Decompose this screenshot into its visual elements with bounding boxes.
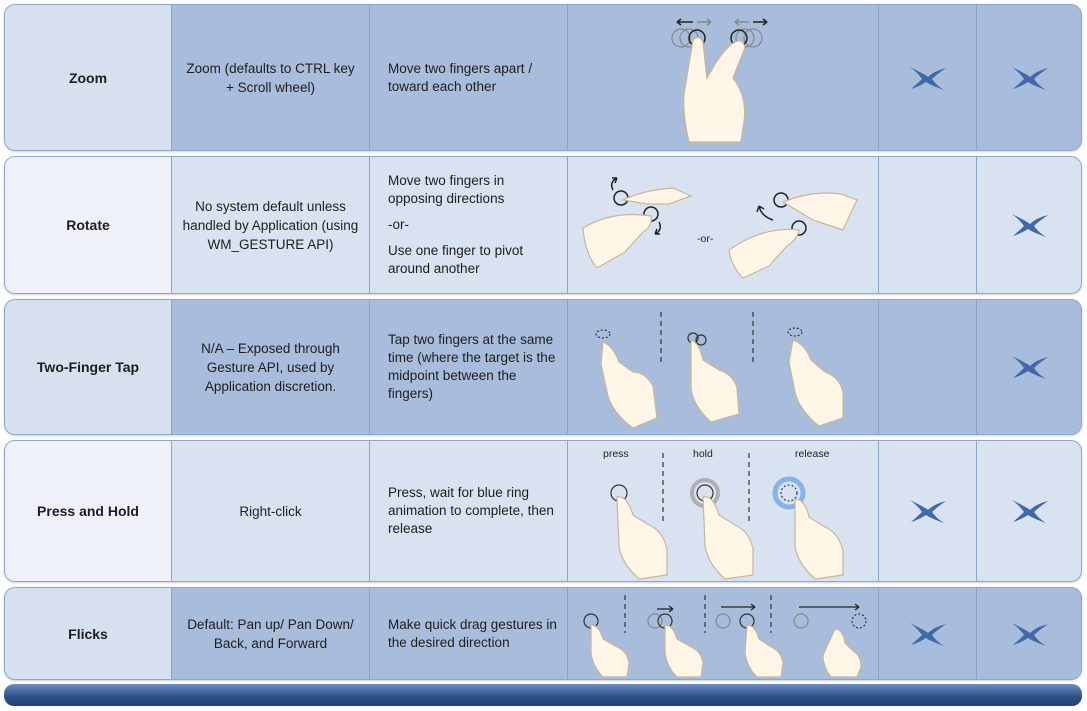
support-column-2	[977, 588, 1082, 679]
check-mark-icon	[908, 619, 948, 649]
hold-label: hold	[693, 448, 713, 460]
default-action: Default: Pan up/ Pan Down/ Back, and For…	[172, 588, 370, 679]
rotate-gesture-illustration: -or-	[568, 157, 879, 293]
support-column-1	[879, 300, 977, 434]
action-text-alt: Use one finger to pivot around another	[388, 243, 524, 276]
physical-action: Make quick drag gestures in the desired …	[370, 588, 568, 679]
physical-action: Move two fingers apart / toward each oth…	[370, 5, 568, 150]
check-mark-icon	[1010, 619, 1050, 649]
default-action: No system default unless handled by Appl…	[172, 157, 370, 293]
physical-action: Tap two fingers at the same time (where …	[370, 300, 568, 434]
gesture-row-two-finger-tap: Two-Finger Tap N/A – Exposed through Ges…	[4, 299, 1082, 435]
action-text: Move two fingers apart / toward each oth…	[388, 60, 533, 94]
default-action: Right-click	[172, 441, 370, 581]
support-column-2	[977, 441, 1082, 581]
support-column-1	[879, 441, 977, 581]
press-label: press	[603, 448, 629, 460]
action-text: Tap two fingers at the same time (where …	[388, 332, 556, 401]
action-text: Make quick drag gestures in the desired …	[388, 616, 557, 650]
support-column-1	[879, 5, 977, 150]
gesture-name: Flicks	[5, 588, 172, 679]
gesture-row-flicks: Flicks Default: Pan up/ Pan Down/ Back, …	[4, 587, 1082, 680]
gesture-name: Zoom	[5, 5, 172, 150]
two-finger-tap-illustration	[568, 300, 879, 434]
physical-action: Move two fingers in opposing directions …	[370, 157, 568, 293]
support-column-1	[879, 157, 977, 293]
check-mark-icon	[1010, 496, 1050, 526]
physical-action: Press, wait for blue ring animation to c…	[370, 441, 568, 581]
check-mark-icon	[908, 63, 948, 93]
gesture-row-rotate: Rotate No system default unless handled …	[4, 156, 1082, 294]
rotate-or-label: -or-	[697, 233, 714, 245]
gesture-row-press-and-hold: Press and Hold Right-click Press, wait f…	[4, 440, 1082, 582]
gesture-name: Rotate	[5, 157, 172, 293]
check-mark-icon	[908, 496, 948, 526]
default-action: Zoom (defaults to CTRL key + Scroll whee…	[172, 5, 370, 150]
check-mark-icon	[1010, 63, 1050, 93]
action-text: Move two fingers in opposing directions	[388, 173, 505, 206]
gesture-name: Two-Finger Tap	[5, 300, 172, 434]
default-action: N/A – Exposed through Gesture API, used …	[172, 300, 370, 434]
action-text: Press, wait for blue ring animation to c…	[388, 485, 554, 536]
action-or: -or-	[388, 217, 409, 232]
check-mark-icon	[1010, 210, 1050, 240]
gesture-row-zoom: Zoom Zoom (defaults to CTRL key + Scroll…	[4, 4, 1082, 151]
check-mark-icon	[1010, 352, 1050, 382]
gesture-name: Press and Hold	[5, 441, 172, 581]
support-column-2	[977, 157, 1082, 293]
release-label: release	[795, 448, 830, 460]
table-footer-bar	[4, 684, 1082, 706]
press-and-hold-illustration: press hold release	[568, 441, 879, 581]
support-column-2	[977, 5, 1082, 150]
flicks-illustration	[568, 588, 879, 679]
support-column-1	[879, 588, 977, 679]
support-column-2	[977, 300, 1082, 434]
zoom-gesture-illustration	[568, 5, 879, 150]
